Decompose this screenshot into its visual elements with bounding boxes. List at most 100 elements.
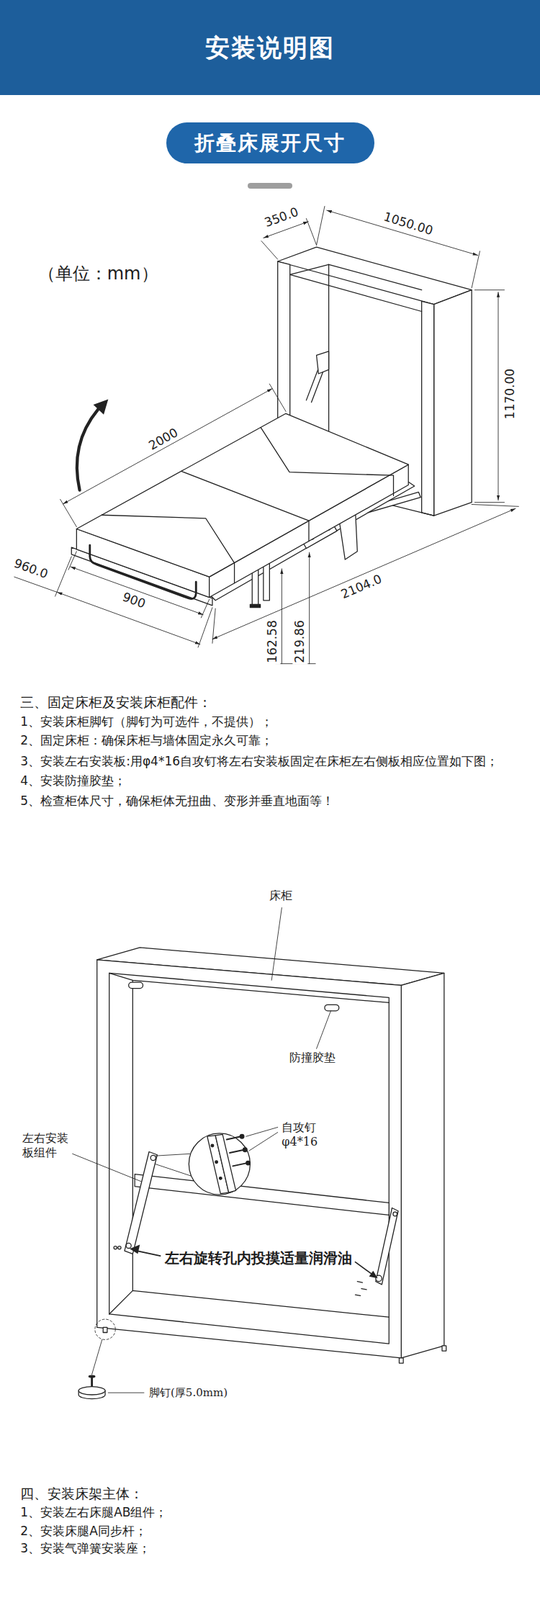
- bumper-pad: [128, 982, 340, 1011]
- mounting-plate: [357, 1281, 363, 1283]
- dimension-lines: [306, 218, 317, 245]
- bed-frame: [252, 567, 259, 607]
- dimension-lines: [308, 552, 310, 664]
- dimension: 350.0: [261, 203, 303, 232]
- dimension-lines: [212, 608, 216, 643]
- dimension-lines: [70, 566, 204, 615]
- dimension-lines: [60, 498, 78, 527]
- lubrication-note: 左右旋转孔内投摸适量润滑油: [164, 1248, 353, 1267]
- part-label: 床柜: [269, 888, 293, 903]
- unit-note: （单位：mm）: [38, 262, 159, 285]
- step-text: 3、安装左右安装板:用φ4*16自攻钉将左右安装板固定在床柜左右侧板相应位置如下…: [20, 753, 499, 769]
- screw-detail: [246, 1160, 251, 1165]
- foot-detail: [78, 1319, 116, 1399]
- dimension: 219.86: [292, 618, 308, 664]
- part-label: 自攻钉 φ4*16: [281, 1120, 328, 1150]
- mounting-plate: [113, 1152, 399, 1296]
- divider-bar: [247, 182, 293, 189]
- pointer-arrow: [354, 1262, 371, 1274]
- header-band: [0, 0, 540, 96]
- foot-detail: [92, 1339, 103, 1374]
- mattress: [90, 545, 196, 599]
- bed-cabinet: [316, 351, 330, 374]
- dimension-lines: [198, 607, 213, 648]
- cabinet: [442, 1345, 447, 1351]
- screw-detail: [215, 1160, 219, 1164]
- screw-detail: [155, 1133, 251, 1195]
- leader-line: [72, 1153, 142, 1181]
- screw-detail: [215, 1134, 236, 1193]
- dimension-lines: [281, 568, 283, 664]
- step-text: 5、检查柜体尺寸，确保柜体无扭曲、变形并垂直地面等！: [20, 794, 335, 810]
- illustration: [14, 205, 519, 1399]
- cabinet: [97, 959, 402, 1358]
- mounting-plate: [375, 1207, 399, 1284]
- section-heading: 四、安装床架主体：: [20, 1485, 144, 1503]
- mounting-plate: [150, 1154, 156, 1160]
- dimension-lines: [14, 576, 58, 592]
- dimension-lines: [269, 383, 286, 412]
- mounting-plate: [126, 1242, 132, 1248]
- cabinet: [97, 947, 447, 1363]
- dimension-lines: [471, 251, 480, 288]
- step-text: 3、安装气弹簧安装座；: [20, 1540, 151, 1556]
- section-pill: 折叠床展开尺寸: [166, 122, 375, 164]
- mattress: [76, 413, 409, 577]
- pointer-arrow: [136, 1250, 161, 1256]
- dimension: 162.58: [264, 618, 281, 664]
- screw-detail: [218, 1177, 222, 1181]
- mounting-plate: [393, 1211, 398, 1217]
- screw-detail: [226, 1136, 242, 1140]
- dimension-lines: [212, 508, 516, 640]
- screw-detail: [242, 1147, 247, 1152]
- dimension-lines: [316, 205, 325, 245]
- bed-cabinet: [421, 300, 435, 516]
- step-text: 2、安装床腿A同步杆；: [20, 1523, 147, 1539]
- leader-line: [316, 1010, 332, 1049]
- dimension-lines: [471, 504, 519, 507]
- part-label: 左右安装板组件: [22, 1131, 71, 1160]
- dimension-lines: [55, 556, 72, 597]
- part-label: 脚钉(厚5.0mm): [149, 1386, 228, 1400]
- step-text: 2、固定床柜：确保床柜与墙体固定永久可靠；: [20, 733, 273, 749]
- divider-bar: [247, 182, 293, 189]
- screw-detail: [188, 1133, 250, 1195]
- step-text: 1、安装床柜脚钉（脚钉为可选件，不提供）；: [20, 714, 273, 730]
- header-band: [0, 0, 540, 96]
- screw-detail: [155, 1153, 191, 1156]
- section-heading: 三、固定床柜及安装床柜配件：: [20, 694, 212, 712]
- pointer-arrow: [129, 1244, 378, 1279]
- dimension: 1170.00: [502, 367, 518, 421]
- dimension-lines: [474, 289, 504, 291]
- leader-line: [249, 1132, 278, 1152]
- cabinet: [109, 1290, 390, 1317]
- section-title: 折叠床展开尺寸: [194, 129, 346, 157]
- cabinet: [401, 972, 445, 1358]
- screw-detail: [210, 1144, 214, 1147]
- screw-detail: [229, 1149, 245, 1153]
- fold-arrow: [77, 409, 98, 491]
- foot-detail: [78, 1386, 106, 1395]
- mattress: [76, 413, 409, 599]
- mounting-plate: [118, 1246, 121, 1250]
- bed-frame: [263, 563, 270, 601]
- foot-detail: [88, 1375, 96, 1378]
- dimension: 900: [118, 588, 150, 612]
- screw-detail: [239, 1134, 245, 1139]
- leader-line: [72, 907, 332, 1394]
- cabinet: [102, 1326, 108, 1332]
- mattress: [260, 427, 394, 497]
- pointer-arrow: [129, 1244, 140, 1255]
- dimension-lines: [62, 388, 273, 504]
- mounting-plate: [124, 1152, 157, 1255]
- step-text: 4、安装防撞胶垫；: [20, 773, 126, 789]
- mounting-plate: [361, 1288, 367, 1290]
- dimension-lines: [474, 501, 504, 503]
- screw-detail: [232, 1162, 247, 1166]
- page-title: 安装说明图: [0, 32, 540, 64]
- part-label: 防撞胶垫: [289, 1050, 336, 1065]
- step-text: 1、安装左右床腿AB组件；: [20, 1505, 168, 1521]
- cabinet: [109, 972, 390, 1344]
- screw-detail: [155, 1164, 193, 1177]
